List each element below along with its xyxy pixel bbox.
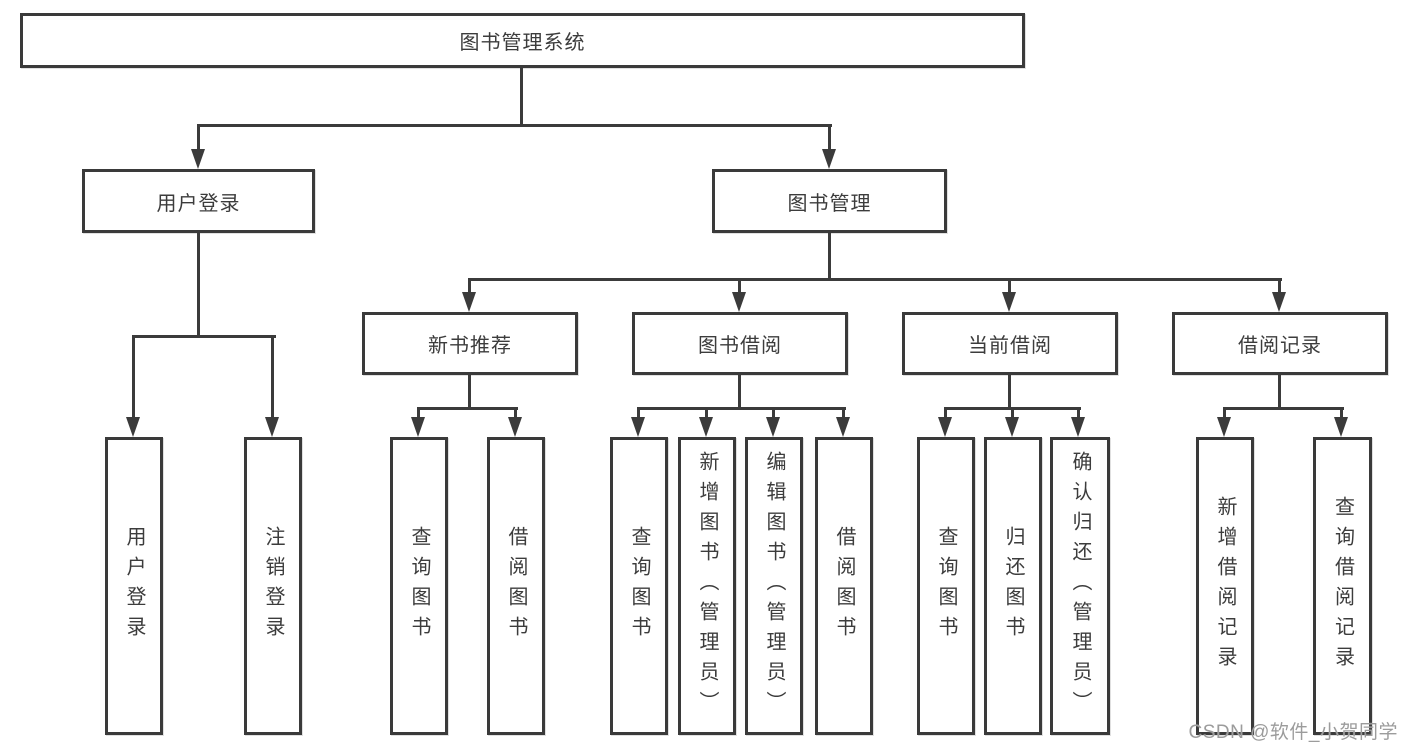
connector-line <box>197 124 200 152</box>
connector-line <box>468 278 471 295</box>
connector-line <box>271 335 274 420</box>
node-user-login: 用户登录 <box>82 169 315 233</box>
leaf-add-book-admin: 新增图书（管理员） <box>678 437 736 735</box>
connector-line <box>197 233 200 335</box>
leaf-confirm-return-admin: 确认归还（管理员） <box>1050 437 1110 735</box>
connector-line <box>1011 407 1014 420</box>
leaf-logout: 注销登录 <box>244 437 302 735</box>
leaf-query-borrow-record-label: 查询借阅记录 <box>1331 496 1354 676</box>
arrow-down <box>126 417 140 437</box>
connector-line <box>197 124 832 127</box>
node-new-book-recommendation: 新书推荐 <box>362 312 578 375</box>
connector-line <box>1340 407 1343 420</box>
connector-line <box>417 407 518 410</box>
leaf-user-login: 用户登录 <box>105 437 163 735</box>
connector-line <box>1278 375 1281 407</box>
arrow-down <box>191 149 205 169</box>
leaf-borrow-books: 借阅图书 <box>815 437 873 735</box>
leaf-query-books-borrowing: 查询图书 <box>610 437 668 735</box>
arrow-down <box>1002 292 1016 312</box>
arrow-down <box>938 417 952 437</box>
connector-line <box>944 407 947 420</box>
arrow-down <box>1217 417 1231 437</box>
leaf-user-login-label: 用户登录 <box>123 526 145 646</box>
arrow-down <box>822 149 836 169</box>
connector-line <box>705 407 708 420</box>
connector-line <box>828 233 831 278</box>
connector-line <box>1278 278 1281 295</box>
connector-line <box>772 407 775 420</box>
leaf-edit-book-admin-label: 编辑图书（管理员） <box>763 451 785 721</box>
leaf-add-book-admin-label: 新增图书（管理员） <box>696 451 718 721</box>
arrow-down <box>1272 292 1286 312</box>
connector-line <box>417 407 420 420</box>
leaf-query-borrow-record: 查询借阅记录 <box>1313 437 1372 735</box>
connector-line <box>132 335 135 420</box>
leaf-query-books-borrowing-label: 查询图书 <box>628 526 650 646</box>
connector-line <box>842 407 845 420</box>
arrow-down <box>766 417 780 437</box>
leaf-borrow-books-recommend: 借阅图书 <box>487 437 545 735</box>
arrow-down <box>836 417 850 437</box>
connector-line <box>738 278 741 295</box>
arrow-down <box>1005 417 1019 437</box>
arrow-down <box>631 417 645 437</box>
connector-line <box>1008 278 1011 295</box>
leaf-query-books-recommend: 查询图书 <box>390 437 448 735</box>
leaf-return-books: 归还图书 <box>984 437 1042 735</box>
connector-line <box>468 278 1282 281</box>
arrow-down <box>732 292 746 312</box>
leaf-confirm-return-admin-label: 确认归还（管理员） <box>1069 451 1091 721</box>
node-borrowing-records: 借阅记录 <box>1172 312 1388 375</box>
connector-line <box>637 407 846 410</box>
leaf-edit-book-admin: 编辑图书（管理员） <box>745 437 803 735</box>
arrow-down <box>411 417 425 437</box>
arrow-down <box>1334 417 1348 437</box>
leaf-query-books-current-label: 查询图书 <box>935 526 957 646</box>
connector-line <box>468 375 471 407</box>
leaf-borrow-books-label: 借阅图书 <box>833 526 855 646</box>
arrow-down <box>699 417 713 437</box>
leaf-add-borrow-record: 新增借阅记录 <box>1196 437 1254 735</box>
connector-line <box>1223 407 1226 420</box>
node-current-borrowing: 当前借阅 <box>902 312 1118 375</box>
leaf-borrow-books-recommend-label: 借阅图书 <box>505 526 527 646</box>
connector-line <box>132 335 276 338</box>
leaf-query-books-recommend-label: 查询图书 <box>408 526 430 646</box>
arrow-down <box>1071 417 1085 437</box>
connector-line <box>828 124 831 152</box>
node-book-borrowing: 图书借阅 <box>632 312 848 375</box>
leaf-query-books-current: 查询图书 <box>917 437 975 735</box>
connector-line <box>738 375 741 407</box>
connector-line <box>637 407 640 420</box>
node-library-management-system: 图书管理系统 <box>20 13 1025 68</box>
connector-line <box>514 407 517 420</box>
csdn-watermark: CSDN @软件_小贺同学 <box>1188 722 1398 743</box>
connector-line <box>1077 407 1080 420</box>
leaf-logout-label: 注销登录 <box>262 526 284 646</box>
leaf-return-books-label: 归还图书 <box>1002 526 1024 646</box>
node-book-management: 图书管理 <box>712 169 947 233</box>
arrow-down <box>508 417 522 437</box>
connector-line <box>1223 407 1344 410</box>
arrow-down <box>462 292 476 312</box>
leaf-add-borrow-record-label: 新增借阅记录 <box>1214 496 1236 676</box>
connector-line <box>520 68 523 124</box>
arrow-down <box>265 417 279 437</box>
connector-line <box>1008 375 1011 407</box>
